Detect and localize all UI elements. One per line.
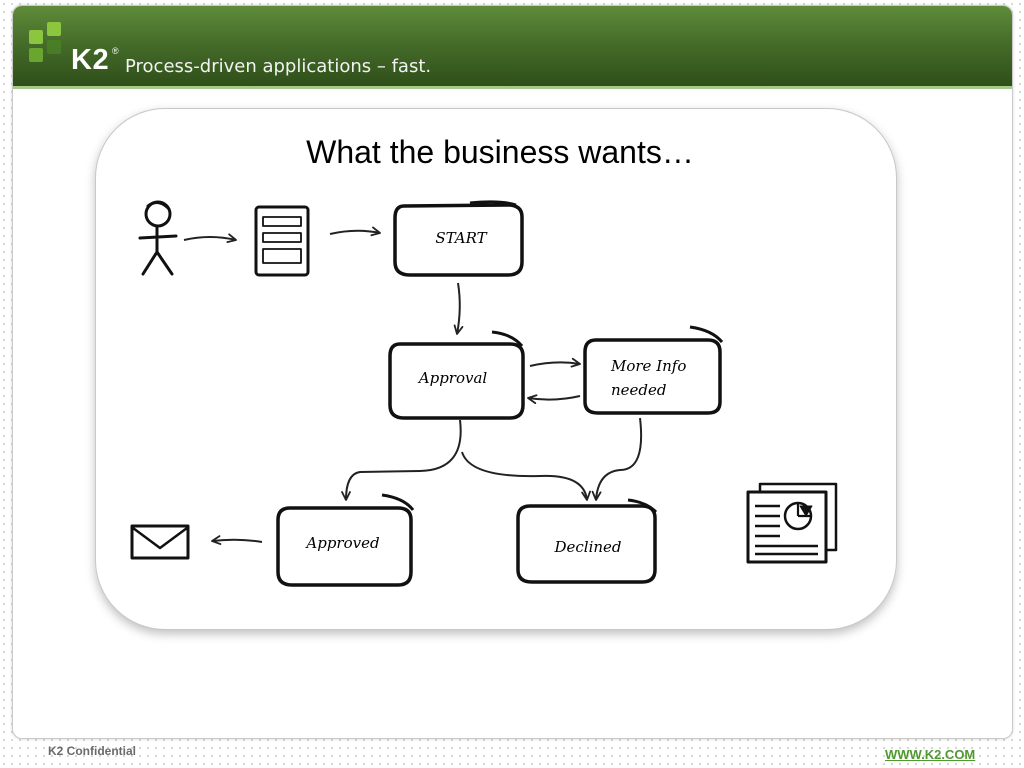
arrow-more-info-to-declined [591,417,643,501]
approved-node[interactable] [276,493,415,587]
registered-mark: ® [112,46,119,56]
website-link[interactable]: WWW.K2.COM [885,747,976,762]
arrow-start-to-approval [453,282,464,335]
tagline: Process-driven applications – fast. [125,56,432,77]
arrow-approved-to-envelope [211,535,263,545]
confidential-label: K2 Confidential [48,744,137,758]
report-document-icon [746,482,838,564]
form-document-icon [254,205,310,277]
more-info-label-line1: More Info [610,357,686,375]
arrow-approval-to-more-info [529,357,581,368]
approved-node-label: Approved [304,534,379,552]
approval-node-label: Approval [417,369,488,387]
declined-node-label: Declined [553,538,621,556]
slide-title: What the business wants… [306,134,694,170]
arrow-form-to-start [329,226,381,237]
more-info-label-line2: needed [611,381,667,399]
arrow-approval-to-approved [341,419,462,501]
header-banner: K2 ® Process-driven applications – fast. [13,6,1012,89]
brand-name: K2 [71,44,110,76]
arrow-approval-to-declined [461,451,591,501]
declined-node[interactable] [516,498,658,584]
more-info-node[interactable] [583,325,724,415]
start-node[interactable] [393,200,524,277]
arrow-more-info-to-approval [527,394,581,405]
diagram-panel [95,108,897,630]
start-node-label: START [435,229,487,247]
envelope-icon [130,524,190,560]
stick-figure-icon [138,200,178,276]
arrow-person-to-form [183,233,237,244]
k2-logo-icon [29,22,73,66]
approval-node[interactable] [388,330,525,420]
